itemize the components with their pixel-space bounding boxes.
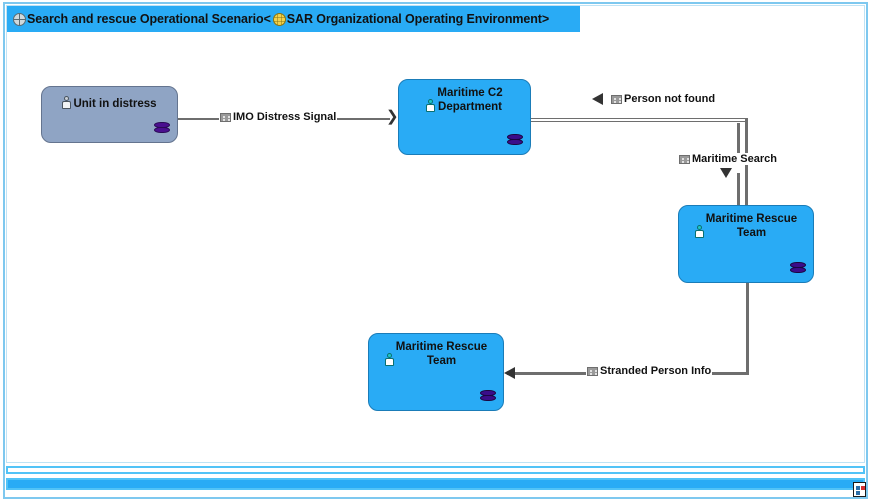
edge-line-maritime-search-b xyxy=(737,173,740,206)
globe-gold-icon xyxy=(272,12,286,26)
edge-label-text: Stranded Person Info xyxy=(600,365,712,377)
edge-line-person-not-found xyxy=(531,118,747,119)
edge-line-stranded-person-info-v xyxy=(746,283,749,375)
node-maritime-rescue-team-1[interactable]: Maritime Rescue Team xyxy=(678,205,814,283)
arrowhead-stranded-person-info xyxy=(504,367,515,379)
edge-label-text: Person not found xyxy=(624,93,716,105)
page-title-suffix: SAR Organizational Operating Environment… xyxy=(286,12,550,26)
node-maritime-rescue-team-2[interactable]: Maritime Rescue Team xyxy=(368,333,504,411)
globe-gray-icon xyxy=(13,12,26,26)
stack-diamond-icon[interactable] xyxy=(790,262,806,276)
edge-label-imo-distress-signal[interactable]: IMO Distress Signal xyxy=(219,111,338,123)
message-icon xyxy=(679,154,690,164)
edge-line-maritime-search xyxy=(737,123,740,156)
actor-icon xyxy=(62,96,72,109)
node-maritime-c2-department[interactable]: Maritime C2 Department xyxy=(398,79,531,155)
node-label: Maritime Rescue Team xyxy=(705,213,798,239)
status-bar-lower xyxy=(6,478,865,490)
message-icon xyxy=(611,94,622,104)
message-icon xyxy=(220,112,231,122)
page-title-prefix: Search and rescue Operational Scenario< xyxy=(27,12,271,26)
edge-label-person-not-found[interactable]: Person not found xyxy=(591,93,717,105)
arrowhead-left-icon xyxy=(592,93,603,105)
resize-grip-icon[interactable] xyxy=(853,482,866,497)
actor-icon xyxy=(694,224,704,238)
actor-icon xyxy=(384,352,394,366)
stack-diamond-icon[interactable] xyxy=(480,390,496,404)
node-label: Maritime C2 Department xyxy=(437,87,503,113)
actor-icon xyxy=(426,98,436,112)
stack-diamond-icon[interactable] xyxy=(507,134,523,148)
status-bar-upper xyxy=(6,466,865,474)
stack-diamond-icon[interactable] xyxy=(154,122,170,136)
diagram-canvas[interactable]: ❯ Unit in distress Maritime C2 Departmen… xyxy=(8,33,863,461)
edge-label-maritime-search[interactable]: Maritime Search xyxy=(678,153,778,165)
edge-line-person-not-found-b xyxy=(531,121,747,122)
node-unit-in-distress[interactable]: Unit in distress xyxy=(41,86,178,143)
edge-label-text: IMO Distress Signal xyxy=(233,111,337,123)
message-icon xyxy=(587,366,598,376)
arrowhead-maritime-search xyxy=(720,168,732,178)
arrowhead-imo-distress-signal: ❯ xyxy=(386,108,399,125)
node-label: Unit in distress xyxy=(73,98,157,110)
edge-label-text: Maritime Search xyxy=(692,153,777,165)
edge-label-stranded-person-info[interactable]: Stranded Person Info xyxy=(586,365,713,377)
title-bar[interactable]: Search and rescue Operational Scenario< … xyxy=(7,6,580,32)
node-label: Maritime Rescue Team xyxy=(395,341,488,367)
